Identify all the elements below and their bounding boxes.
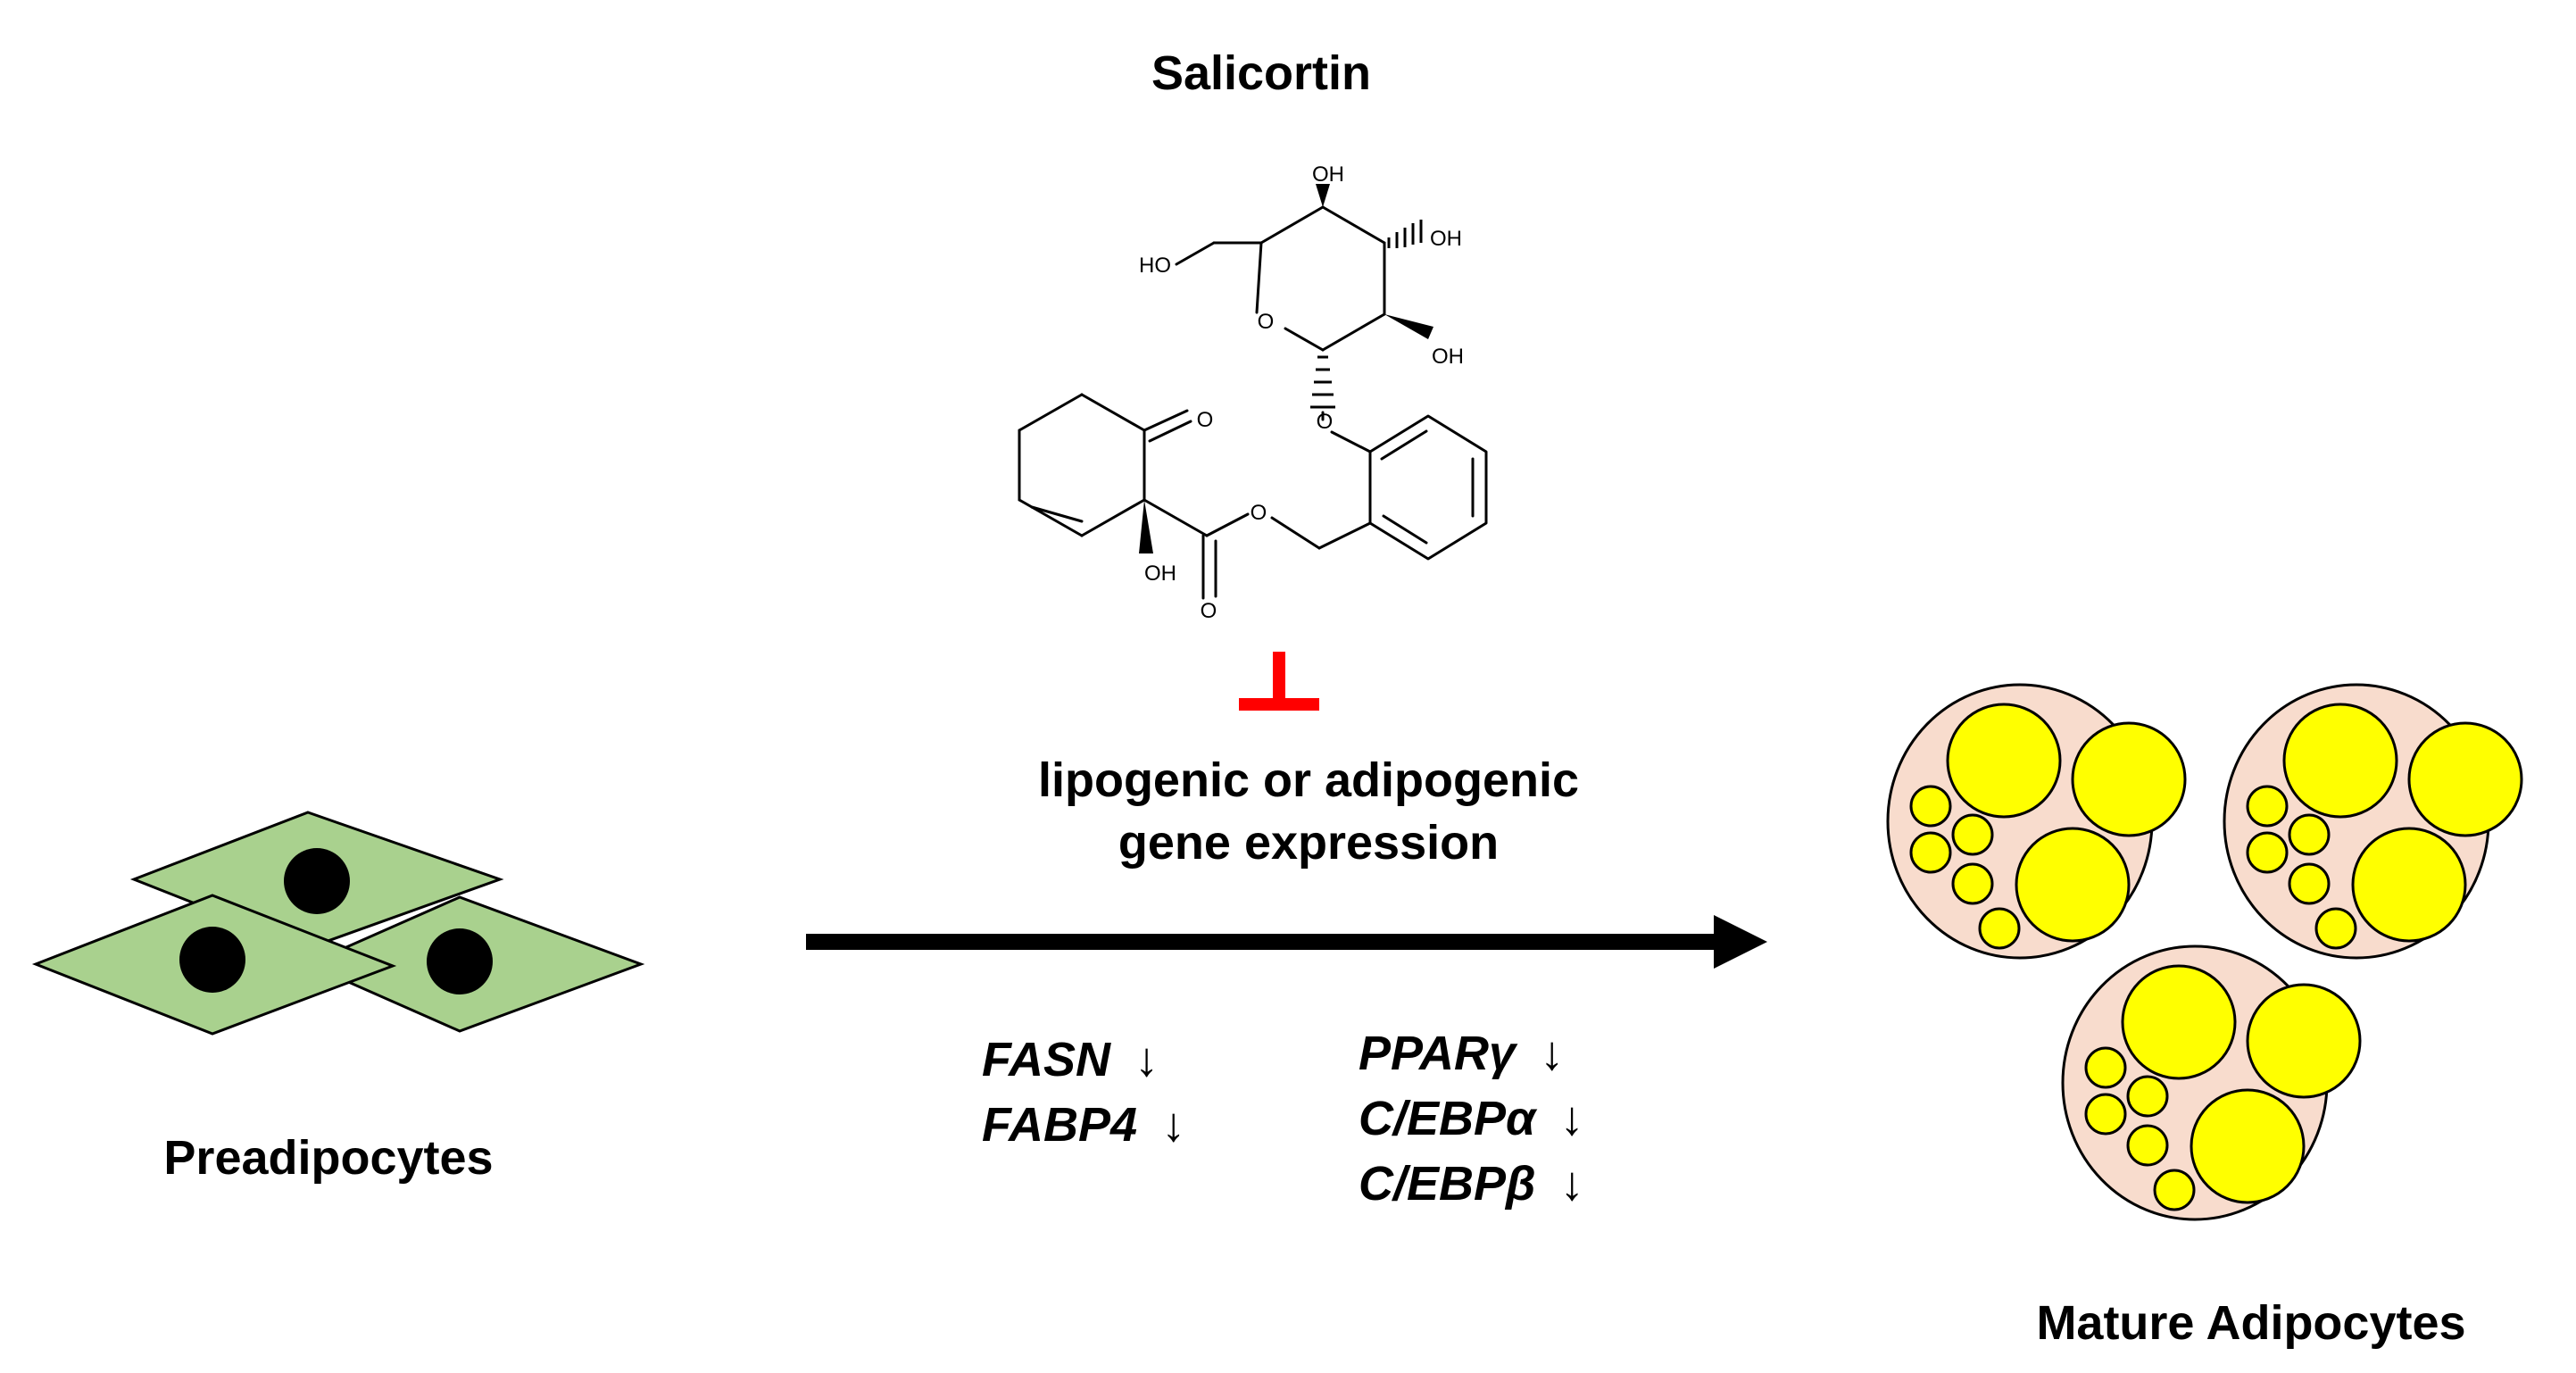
adipocyte-cell xyxy=(2223,683,2523,960)
mature-adipocytes-label: Mature Adipocytes xyxy=(2036,1296,2465,1350)
atom-carbonyl-oxygen: O xyxy=(1201,599,1217,623)
down-arrow-icon: ↓ xyxy=(1161,1098,1185,1152)
adipocyte-cell xyxy=(2061,944,2362,1221)
gene-item: FABP4 ↓ xyxy=(982,1098,1185,1152)
gene-item: PPARγ ↓ xyxy=(1359,1027,1564,1080)
atom-c4-oh: OH xyxy=(1312,162,1344,187)
atom-c6-oh: HO xyxy=(1139,254,1171,278)
down-arrow-icon: ↓ xyxy=(1134,1033,1159,1086)
gene-name: FASN xyxy=(982,1033,1111,1086)
atom-tertiary-oh: OH xyxy=(1144,562,1176,586)
nucleus xyxy=(179,927,245,993)
gene-item: C/EBPβ ↓ xyxy=(1359,1157,1584,1211)
gene-name: PPARγ xyxy=(1359,1027,1518,1080)
down-arrow-icon: ↓ xyxy=(1560,1157,1584,1211)
down-arrow-icon: ↓ xyxy=(1540,1027,1564,1080)
salicortin-structure: OH OH OH HO O O O O O OH xyxy=(1018,162,1488,623)
gene-name: C/EBPβ xyxy=(1359,1157,1536,1211)
gene-list-right: PPARγ ↓ C/EBPα ↓ C/EBPβ ↓ xyxy=(1359,1027,1584,1211)
compound-name: Salicortin xyxy=(1151,46,1371,100)
process-label-line2: gene expression xyxy=(1118,816,1499,870)
atom-ester-oxygen: O xyxy=(1251,501,1267,525)
atom-glycosidic-oxygen: O xyxy=(1317,410,1334,434)
atom-ketone-oxygen: O xyxy=(1197,408,1214,432)
nucleus xyxy=(427,928,493,994)
gene-item: C/EBPα ↓ xyxy=(1359,1092,1584,1145)
mature-adipocyte-cells xyxy=(1886,683,2523,1221)
down-arrow-icon: ↓ xyxy=(1560,1092,1584,1145)
gene-list-left: FASN ↓ FABP4 ↓ xyxy=(982,1033,1185,1152)
atom-c3-oh: OH xyxy=(1430,227,1462,251)
preadipocyte-cells xyxy=(31,811,645,1036)
gene-item: FASN ↓ xyxy=(982,1033,1159,1086)
adipocyte-cell xyxy=(1886,683,2187,960)
process-label-line1: lipogenic or adipogenic xyxy=(1038,753,1579,807)
gene-name: C/EBPα xyxy=(1359,1092,1538,1145)
preadipocytes-label: Preadipocytes xyxy=(163,1131,493,1185)
atom-c2-oh: OH xyxy=(1432,345,1464,369)
atom-ring-oxygen: O xyxy=(1258,310,1275,334)
inhibition-symbol xyxy=(1239,652,1319,711)
nucleus xyxy=(284,848,350,914)
gene-name: FABP4 xyxy=(982,1098,1137,1152)
differentiation-arrow xyxy=(806,915,1767,969)
